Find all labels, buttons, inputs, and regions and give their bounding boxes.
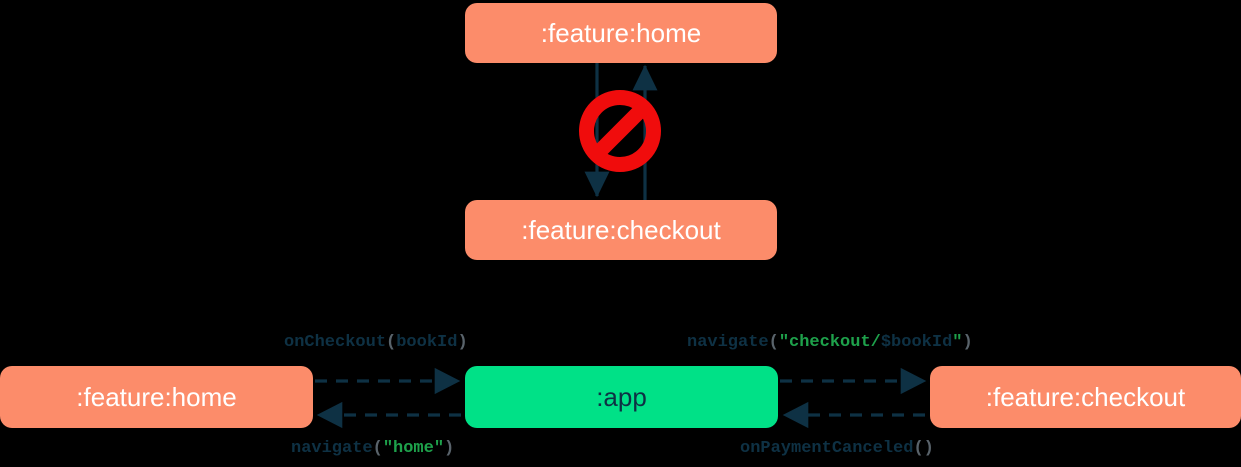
token-identifier: $bookId (880, 333, 953, 352)
forbidden-icon (579, 90, 661, 172)
token-punctuation: ) (444, 439, 455, 458)
node-label: :feature:checkout (521, 215, 721, 245)
edge-label-navigate-home: navigate("home") (291, 440, 454, 457)
token-punctuation: ( (768, 333, 779, 352)
token-string: "home" (382, 439, 445, 458)
node-feature-checkout-top[interactable]: :feature:checkout (465, 200, 777, 260)
token-punctuation: ) (457, 333, 468, 352)
node-label: :feature:checkout (985, 382, 1186, 412)
token-punctuation: ( (386, 333, 397, 352)
node-feature-home-bottom[interactable]: :feature:home (0, 366, 313, 428)
token-identifier: navigate (291, 439, 373, 458)
token-punctuation: ) (962, 333, 973, 352)
token-string: "checkout/ (778, 333, 881, 352)
node-feature-home-top[interactable]: :feature:home (465, 3, 777, 63)
token-identifier: bookId (396, 333, 458, 352)
token-identifier: onPaymentCanceled (740, 439, 914, 458)
token-punctuation: () (913, 439, 934, 458)
token-identifier: navigate (687, 333, 769, 352)
node-label: :app (596, 382, 647, 412)
node-label: :feature:home (76, 382, 237, 412)
token-identifier: onCheckout (284, 333, 387, 352)
edge-label-on-checkout: onCheckout(bookId) (284, 334, 468, 351)
edge-label-navigate-checkout: navigate("checkout/$bookId") (687, 334, 973, 351)
node-feature-checkout-bottom[interactable]: :feature:checkout (930, 366, 1241, 428)
node-label: :feature:home (540, 18, 702, 48)
token-string: " (952, 333, 963, 352)
node-app[interactable]: :app (465, 366, 778, 428)
edge-label-on-payment-canceled: onPaymentCanceled() (740, 440, 934, 457)
token-punctuation: ( (372, 439, 383, 458)
